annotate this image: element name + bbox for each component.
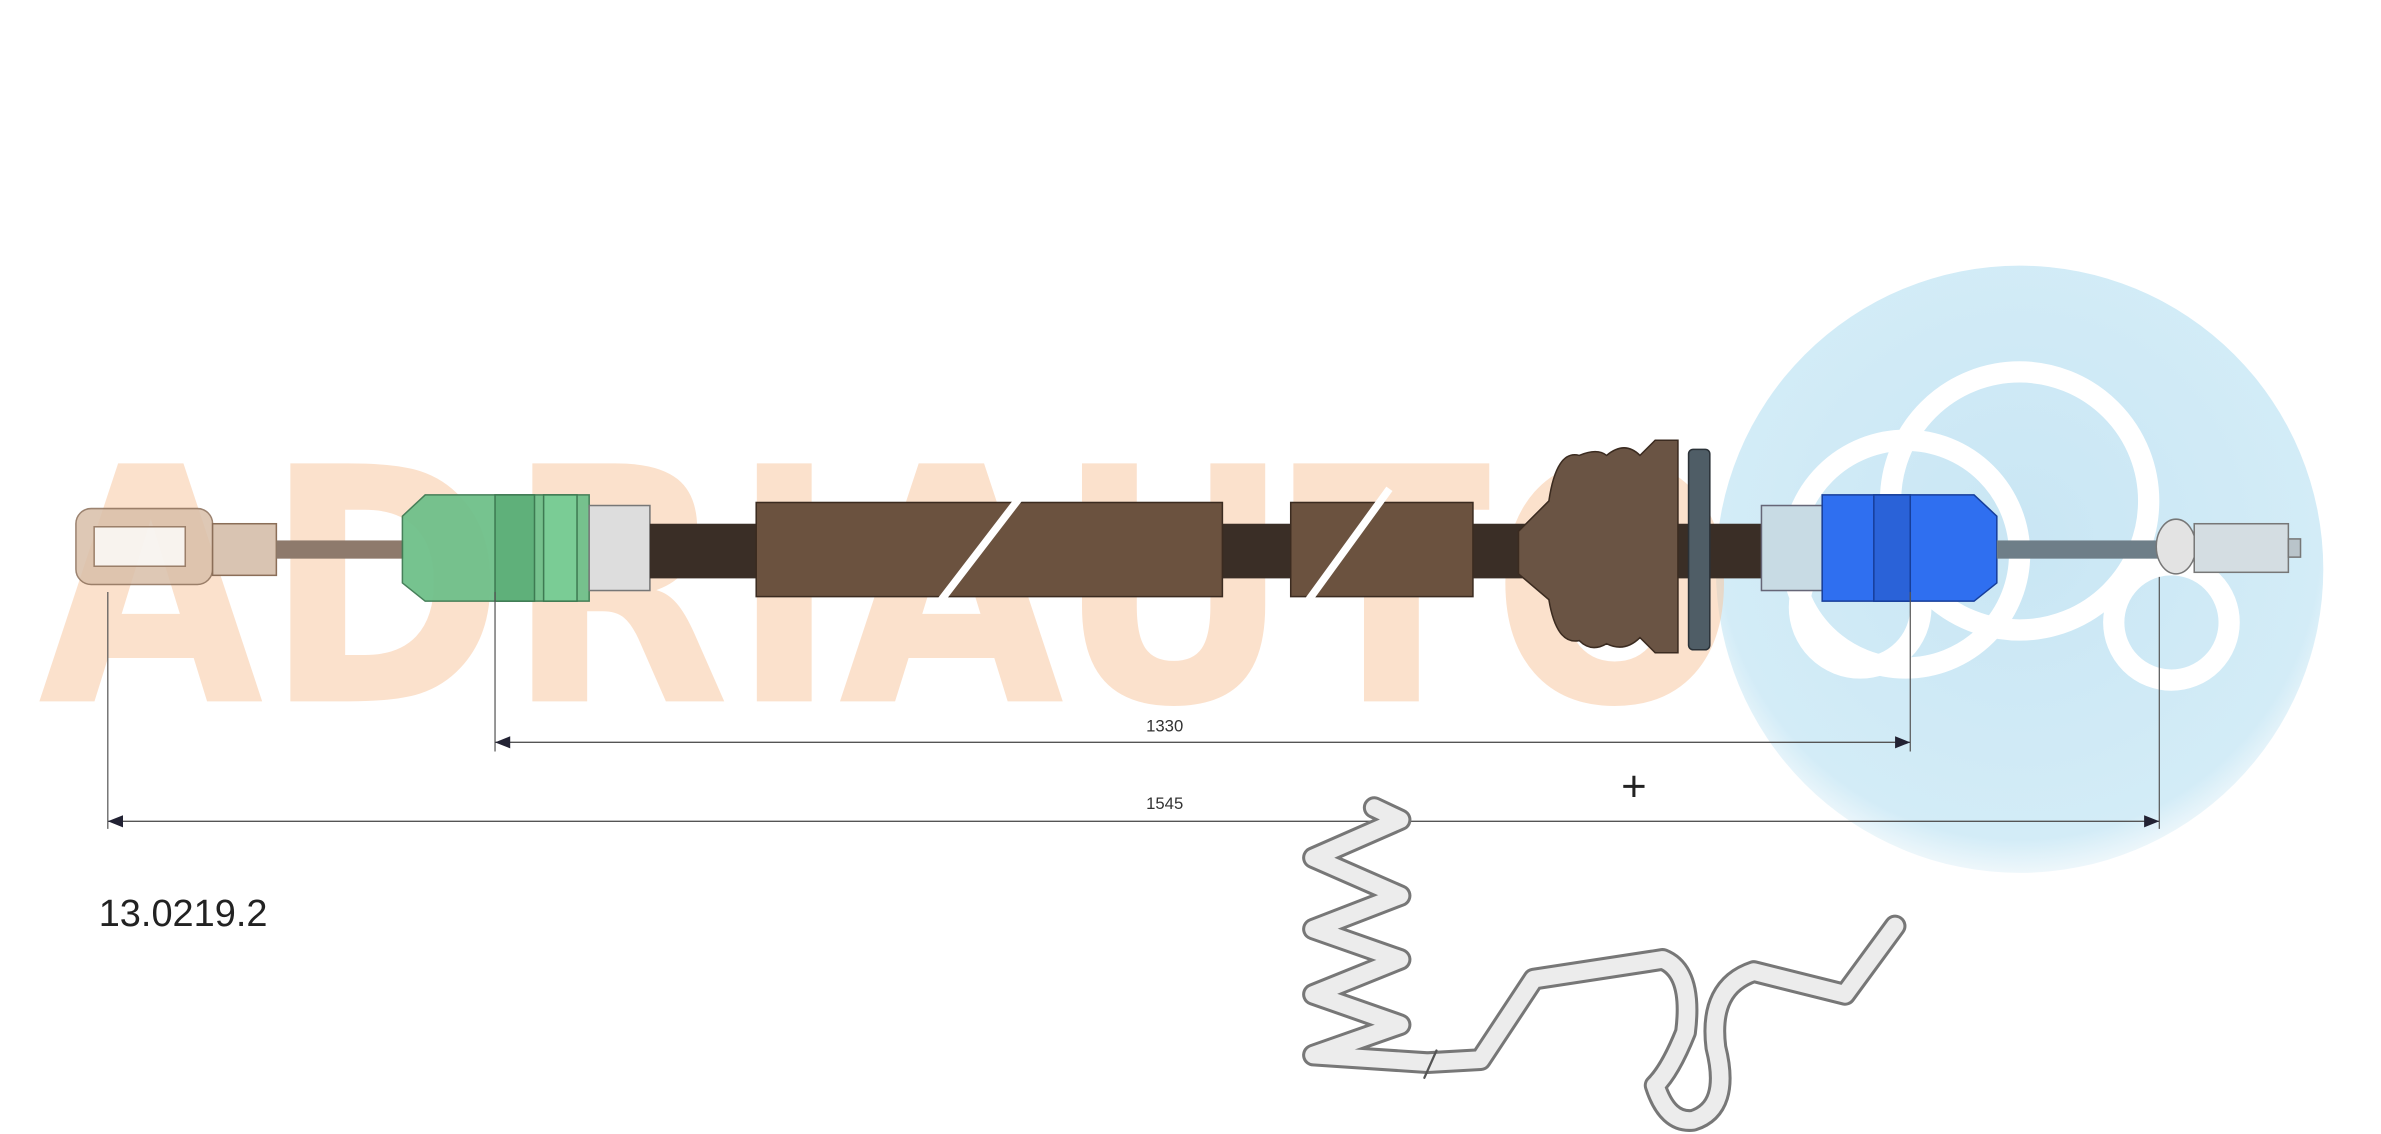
cable-assembly [75,439,2302,654]
left-adjust-nut [588,504,651,592]
left-inner-wire [276,540,404,559]
dimension-1545: 1545 [107,794,2160,828]
ball-end [2155,518,2197,575]
right-inner-wire [1996,540,2164,559]
right-adjust-nut [1760,504,1823,592]
rubber-boot [1517,439,1679,654]
dimension-label-1330: 1330 [1146,717,1183,736]
plus-marker [1623,775,1645,797]
part-number: 13.0219.2 [99,893,268,935]
left-hex-nut [211,522,278,577]
dimension-label-1545: 1545 [1146,794,1183,813]
right-hex-nut [2193,522,2290,574]
sleeve-1 [755,501,1224,598]
spring-clip [1302,796,1907,1132]
dimension-1330: 1330 [495,717,1911,749]
extension-lines [107,576,2160,829]
